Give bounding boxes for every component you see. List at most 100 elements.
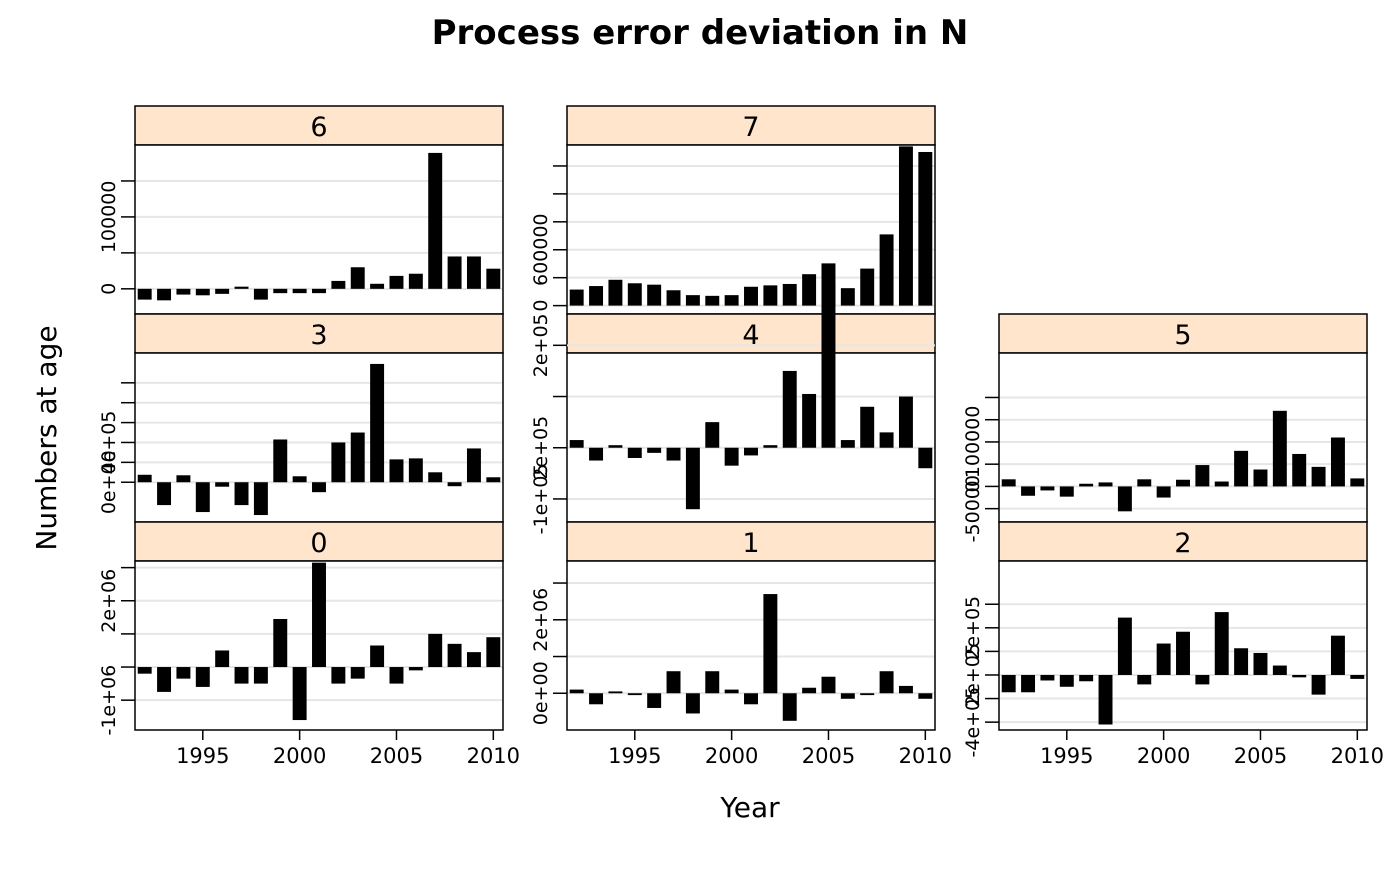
y-tick-label: 0e+00	[530, 661, 552, 725]
plot-area	[135, 353, 503, 522]
bar-2002	[331, 280, 346, 289]
bar-2002	[763, 285, 778, 306]
bar-2007	[428, 472, 443, 483]
y-tick-label: 2e+06	[530, 588, 552, 652]
bar-2005	[389, 459, 404, 483]
bar-2001	[312, 482, 326, 493]
bar-1996	[215, 650, 230, 668]
bar-1993	[157, 288, 172, 301]
bar-1993	[157, 482, 172, 506]
bar-1994	[608, 691, 623, 694]
bar-1992	[137, 474, 152, 483]
bar-1995	[195, 667, 210, 687]
bar-2009	[1330, 635, 1345, 675]
bar-2005	[389, 667, 404, 684]
bar-1993	[1021, 674, 1036, 693]
bar-2001	[312, 288, 326, 294]
bar-1993	[157, 667, 172, 692]
bar-2005	[821, 263, 836, 448]
panel-strip	[134, 313, 504, 354]
bar-1999	[273, 439, 288, 483]
bar-2010	[486, 637, 501, 668]
bar-2007	[428, 152, 443, 289]
bar-1997	[1098, 674, 1113, 725]
bar-2004	[370, 283, 385, 289]
bar-2001	[744, 693, 758, 705]
panel-strip	[998, 521, 1368, 562]
bar-1997	[1098, 482, 1113, 487]
bar-2006	[840, 288, 855, 306]
bar-1999	[273, 288, 288, 294]
bar-1999	[1137, 479, 1152, 487]
bar-1993	[589, 693, 604, 705]
bar-1996	[647, 447, 662, 453]
bar-1994	[176, 667, 191, 679]
bar-2008	[447, 482, 462, 487]
x-tick-label: 2005	[1234, 744, 1287, 768]
bar-1998	[1117, 617, 1132, 675]
y-tick-label: 2e+05	[962, 643, 984, 707]
bar-2009	[898, 396, 913, 448]
bar-2003	[1214, 612, 1229, 675]
bar-2006	[408, 667, 423, 671]
plot-border	[998, 560, 1368, 731]
bar-2000	[724, 295, 739, 306]
bar-2003	[782, 283, 797, 306]
bar-2007	[860, 406, 875, 448]
bar-2001	[1176, 479, 1190, 487]
bar-1994	[608, 445, 623, 448]
bar-2001	[744, 447, 758, 456]
bar-2005	[821, 676, 836, 694]
y-tick-label: 0e+00	[98, 450, 120, 514]
bar-2002	[763, 594, 778, 694]
bar-1997	[234, 667, 249, 684]
x-axis-label: Year	[719, 791, 780, 824]
panel-strip-label: 0	[310, 528, 327, 559]
panel-age-6: 6 0 100000	[98, 105, 504, 315]
bar-2006	[1272, 410, 1287, 487]
bar-2006	[840, 440, 855, 448]
panel-strip	[134, 105, 504, 146]
bar-2004	[802, 274, 817, 306]
bar-2003	[782, 370, 797, 448]
x-tick-label: 1995	[1040, 744, 1093, 768]
bar-1998	[253, 667, 268, 684]
bar-1993	[1021, 486, 1036, 496]
bar-2009	[466, 448, 481, 483]
bar-1995	[195, 288, 210, 296]
bar-2001	[744, 286, 758, 306]
bar-1995	[1059, 486, 1074, 497]
bar-2006	[840, 693, 855, 699]
bar-1994	[1040, 674, 1055, 681]
panel-strip-label: 6	[310, 112, 327, 143]
bar-1999	[705, 422, 720, 448]
bar-1993	[589, 286, 604, 306]
bar-1996	[215, 482, 230, 487]
y-tick-label: 100000	[98, 181, 120, 254]
bar-1998	[685, 693, 700, 714]
y-tick-label: -50000	[962, 475, 984, 542]
bar-2009	[898, 146, 913, 306]
bar-1994	[1040, 486, 1055, 491]
bar-2008	[1311, 466, 1326, 487]
bar-1996	[647, 693, 662, 708]
bar-2004	[1234, 648, 1249, 675]
x-tick-label: 2010	[467, 744, 520, 768]
bar-1994	[176, 288, 191, 295]
y-tick-label: 2e+05	[530, 313, 552, 377]
bar-1995	[1059, 674, 1074, 687]
bar-1992	[137, 667, 152, 674]
bar-2000	[724, 689, 739, 694]
bar-1999	[273, 618, 288, 668]
bar-2007	[1292, 453, 1307, 487]
bar-2006	[408, 458, 423, 483]
bar-2003	[350, 267, 365, 289]
bar-2002	[331, 667, 346, 684]
bar-2009	[466, 652, 481, 668]
bar-2002	[1195, 674, 1210, 685]
bar-2010	[486, 268, 501, 289]
y-tick-label: 0	[98, 283, 120, 295]
bar-1995	[195, 482, 210, 513]
